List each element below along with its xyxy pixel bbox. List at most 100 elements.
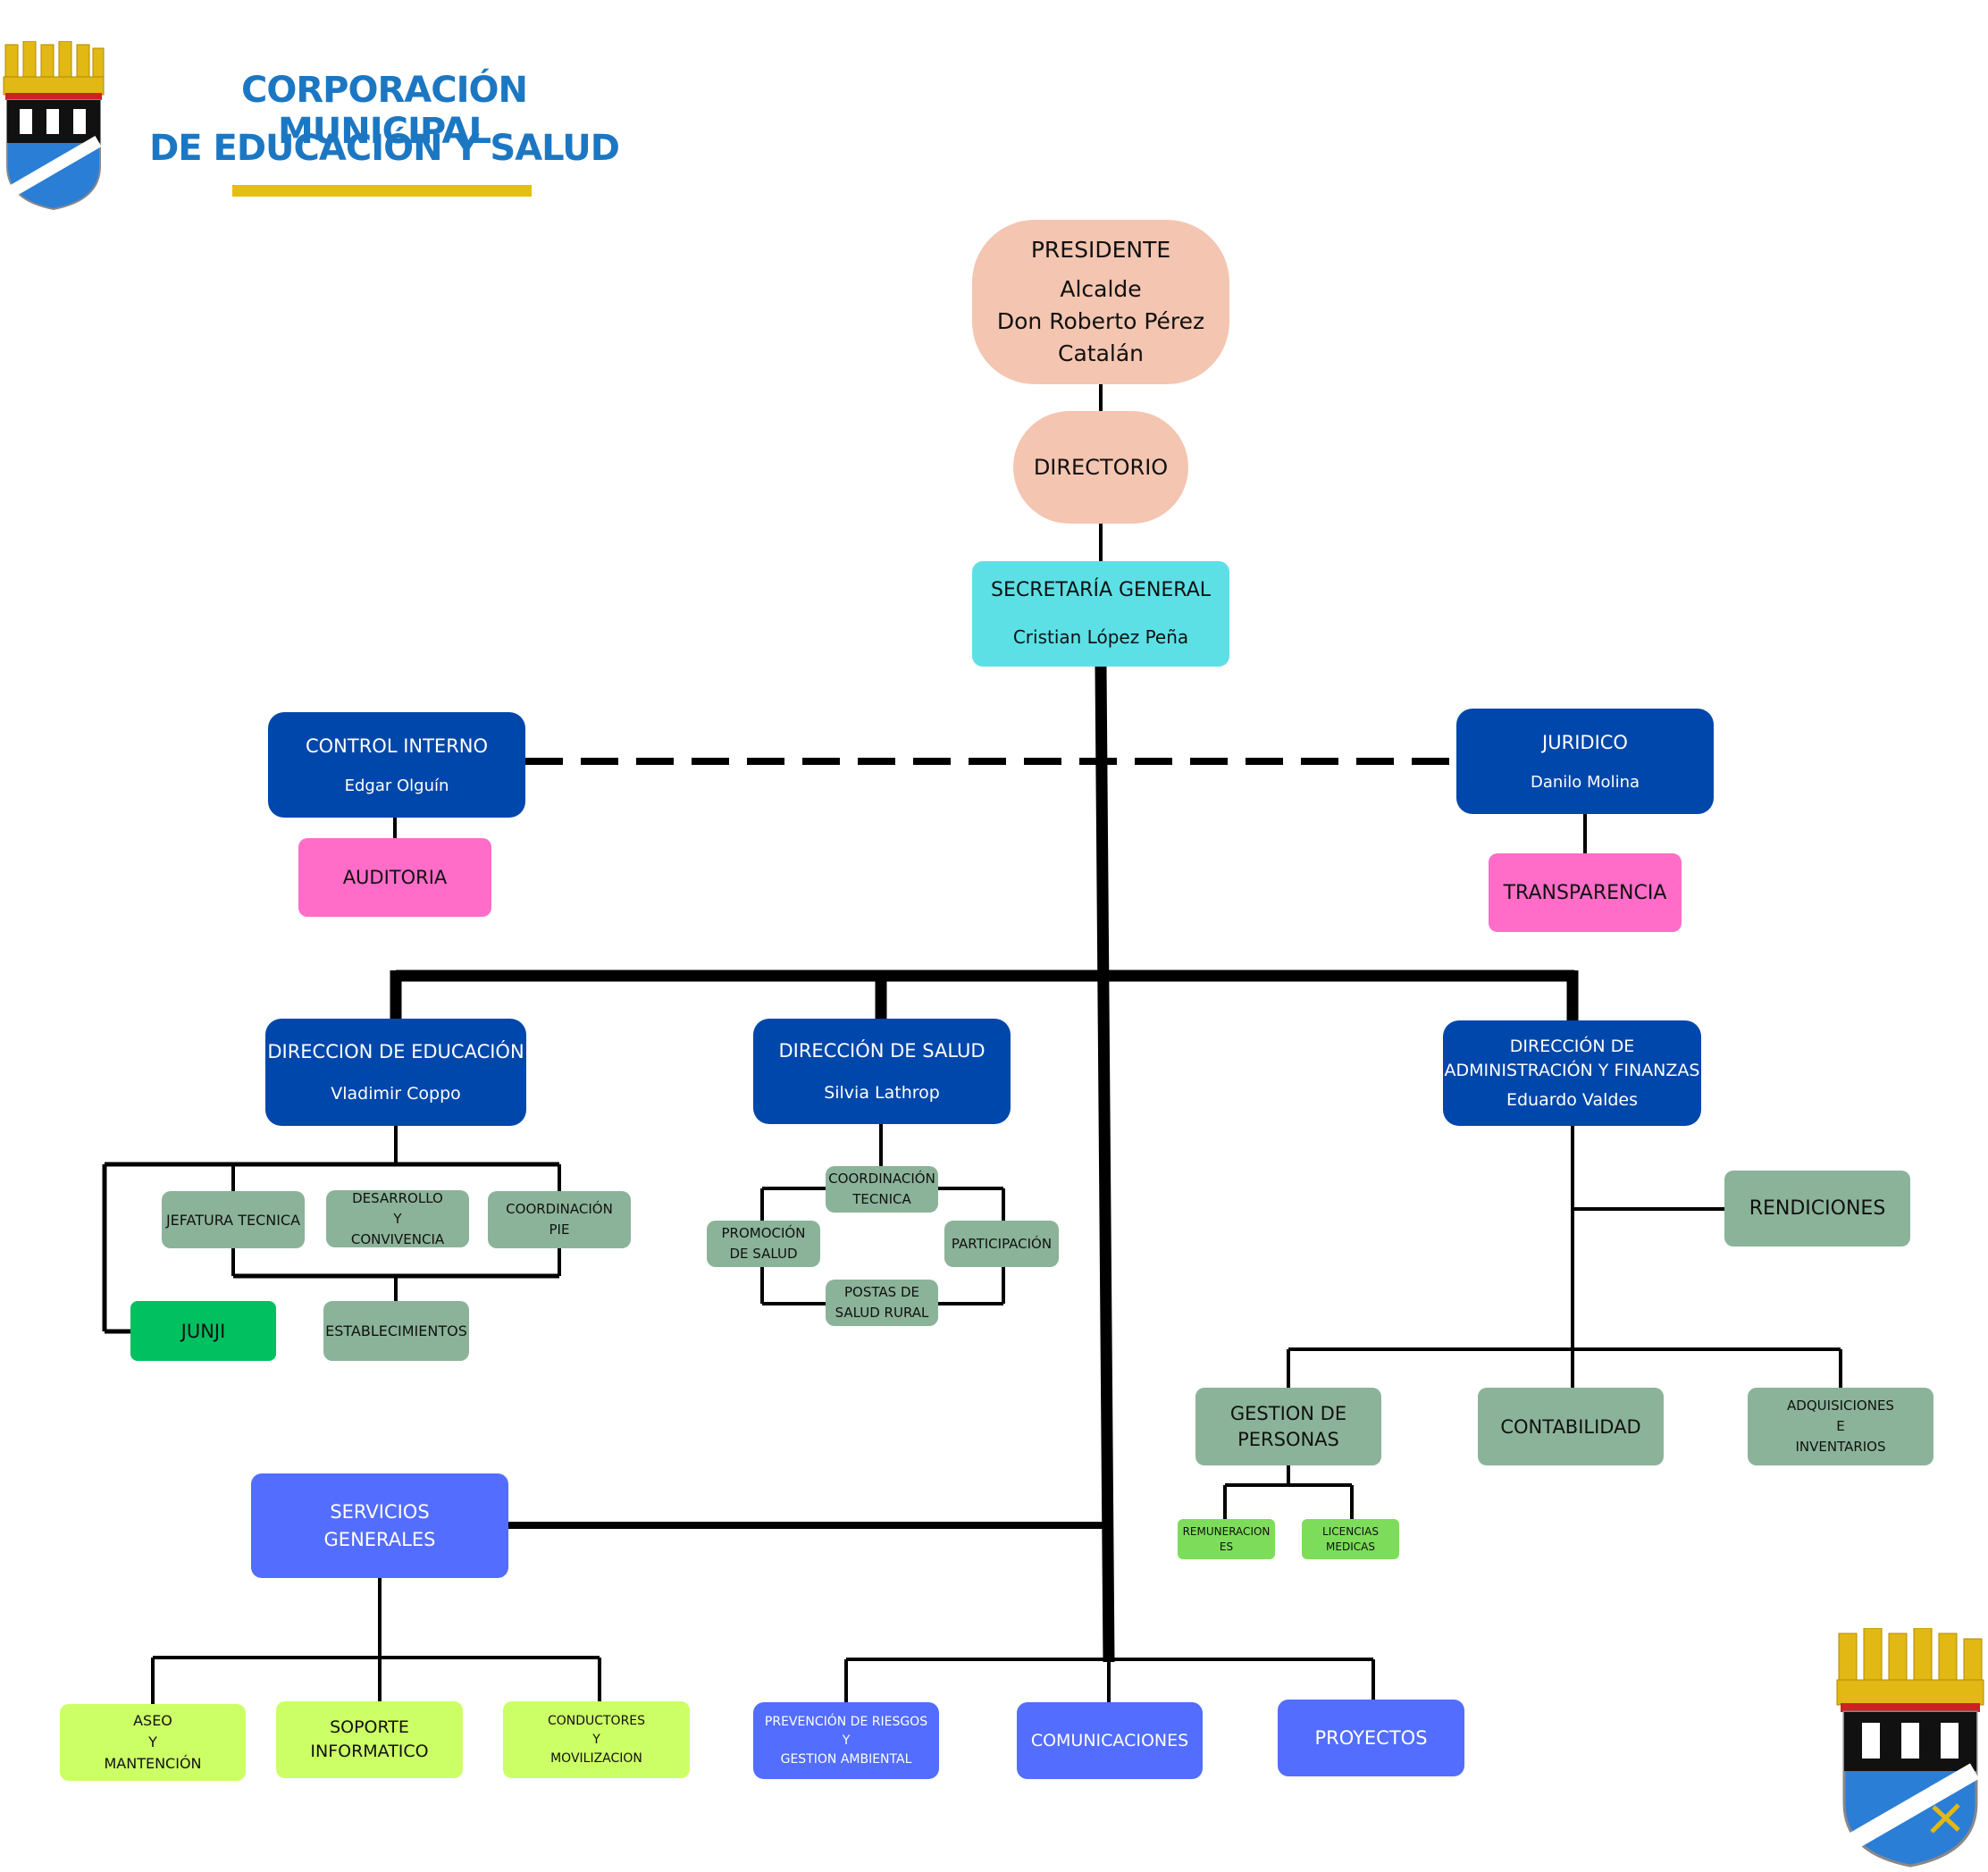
- node-direccion-educacion: DIRECCION DE EDUCACIÓN Vladimir Coppo: [265, 1019, 526, 1126]
- aseo-line3: MANTENCIÓN: [104, 1755, 202, 1772]
- node-direccion-salud: DIRECCIÓN DE SALUD Silvia Lathrop: [753, 1019, 1011, 1124]
- node-control-interno: CONTROL INTERNO Edgar Olguín: [268, 712, 525, 818]
- aseo-line2: Y: [148, 1733, 157, 1750]
- prevencion-line1: PREVENCIÓN DE RIESGOS: [764, 1714, 928, 1729]
- header-accent-bar: [232, 185, 532, 197]
- postas-line2: SALUD RURAL: [835, 1305, 929, 1321]
- directorio-title: DIRECTORIO: [1033, 455, 1169, 480]
- juridico-title: JURIDICO: [1542, 731, 1628, 753]
- conductores-line2: Y: [592, 1732, 600, 1747]
- control-title: CONTROL INTERNO: [305, 735, 489, 757]
- node-adquisiciones-inventarios: ADQUISICIONES E INVENTARIOS: [1748, 1388, 1933, 1465]
- node-gestion-personas: GESTION DE PERSONAS: [1195, 1388, 1381, 1465]
- node-servicios-generales: SERVICIOS GENERALES: [251, 1473, 508, 1578]
- conductores-line1: CONDUCTORES: [547, 1713, 646, 1728]
- node-direccion-administracion: DIRECCIÓN DE ADMINISTRACIÓN Y FINANZAS E…: [1443, 1020, 1701, 1126]
- node-aseo-mantencion: ASEO Y MANTENCIÓN: [60, 1704, 246, 1781]
- aseo-line1: ASEO: [133, 1712, 172, 1729]
- node-auditoria: AUDITORIA: [298, 838, 491, 917]
- servicios-line1: SERVICIOS: [330, 1500, 430, 1523]
- node-participacion: PARTICIPACIÓN: [944, 1221, 1059, 1267]
- adquisiciones-line1: ADQUISICIONES: [1787, 1398, 1894, 1414]
- conductores-line3: MOVILIZACION: [550, 1750, 642, 1766]
- servicios-line2: GENERALES: [323, 1528, 436, 1550]
- node-contabilidad: CONTABILIDAD: [1478, 1388, 1664, 1465]
- node-postas-salud-rural: POSTAS DE SALUD RURAL: [826, 1280, 938, 1326]
- header-title-line2: DE EDUCACIÓN Y SALUD: [149, 128, 620, 169]
- remuneraciones-line1: REMUNERACION: [1182, 1524, 1271, 1538]
- node-remuneraciones: REMUNERACION ES: [1178, 1519, 1275, 1559]
- node-secretaria-general: SECRETARÍA GENERAL Cristian López Peña: [972, 561, 1229, 667]
- promocion-line1: PROMOCIÓN: [721, 1225, 806, 1241]
- salud-name: Silvia Lathrop: [824, 1083, 940, 1103]
- transparencia-title: TRANSPARENCIA: [1503, 881, 1667, 904]
- educacion-name: Vladimir Coppo: [331, 1084, 461, 1104]
- node-comunicaciones: COMUNICACIONES: [1017, 1702, 1203, 1779]
- rendiciones-title: RENDICIONES: [1749, 1197, 1886, 1220]
- promocion-line2: DE SALUD: [729, 1246, 798, 1262]
- participacion-title: PARTICIPACIÓN: [951, 1236, 1053, 1252]
- control-name: Edgar Olguín: [344, 776, 449, 795]
- presidente-title: PRESIDENTE: [1030, 237, 1171, 263]
- licencias-line2: MEDICAS: [1326, 1540, 1375, 1553]
- presidente-line1: Alcalde: [1060, 276, 1142, 302]
- node-proyectos: PROYECTOS: [1278, 1700, 1464, 1776]
- node-establecimientos: ESTABLECIMIENTOS: [323, 1301, 469, 1361]
- jefatura-title: JEFATURA TECNICA: [165, 1211, 301, 1229]
- node-junji: JUNJI: [130, 1301, 276, 1361]
- node-coordinacion-pie: COORDINACIÓN PIE: [488, 1191, 631, 1248]
- prevencion-line3: GESTION AMBIENTAL: [780, 1751, 912, 1767]
- adquisiciones-line2: E: [1836, 1418, 1845, 1434]
- juridico-name: Danilo Molina: [1530, 772, 1640, 792]
- soporte-line2: INFORMATICO: [310, 1742, 429, 1761]
- node-licencias-medicas: LICENCIAS MEDICAS: [1302, 1519, 1399, 1559]
- coord-pie-line2: PIE: [549, 1221, 570, 1238]
- coord-pie-line1: COORDINACIÓN: [506, 1201, 613, 1217]
- postas-line1: POSTAS DE: [844, 1284, 919, 1300]
- node-juridico: JURIDICO Danilo Molina: [1456, 709, 1714, 814]
- secretaria-title: SECRETARÍA GENERAL: [990, 579, 1212, 601]
- comunicaciones-title: COMUNICACIONES: [1030, 1731, 1189, 1750]
- desarrollo-line2: Y: [393, 1210, 402, 1227]
- gestion-line1: GESTION DE: [1229, 1402, 1347, 1424]
- node-rendiciones: RENDICIONES: [1724, 1171, 1910, 1247]
- gestion-line2: PERSONAS: [1237, 1428, 1339, 1450]
- municipal-crest-logo-large: [1836, 1628, 1984, 1868]
- salud-title: DIRECCIÓN DE SALUD: [778, 1040, 986, 1062]
- licencias-line1: LICENCIAS: [1322, 1524, 1379, 1538]
- remuneraciones-line2: ES: [1219, 1540, 1234, 1553]
- node-presidente: PRESIDENTE Alcalde Don Roberto Pérez Cat…: [972, 220, 1229, 384]
- header-title-line1: CORPORACIÓN MUNICIPAL: [241, 70, 528, 152]
- node-soporte-informatico: SOPORTE INFORMATICO: [276, 1701, 463, 1778]
- coord-tecnica-line1: COORDINACIÓN: [828, 1171, 935, 1187]
- proyectos-title: PROYECTOS: [1314, 1727, 1428, 1749]
- presidente-line2: Don Roberto Pérez: [996, 308, 1205, 334]
- auditoria-title: AUDITORIA: [342, 867, 448, 888]
- desarrollo-line1: DESARROLLO: [352, 1189, 443, 1206]
- node-promocion-salud: PROMOCIÓN DE SALUD: [707, 1221, 820, 1267]
- desarrollo-line3: CONVIVENCIA: [350, 1230, 445, 1247]
- secretaria-name: Cristian López Peña: [1012, 626, 1189, 648]
- node-jefatura-tecnica: JEFATURA TECNICA: [162, 1191, 305, 1248]
- contabilidad-title: CONTABILIDAD: [1500, 1415, 1641, 1438]
- node-transparencia: TRANSPARENCIA: [1489, 853, 1682, 932]
- junji-title: JUNJI: [180, 1320, 226, 1342]
- coord-tecnica-line2: TECNICA: [852, 1191, 911, 1207]
- admin-line1: DIRECCIÓN DE: [1509, 1036, 1635, 1056]
- establecimientos-title: ESTABLECIMIENTOS: [325, 1322, 467, 1339]
- node-desarrollo-convivencia: DESARROLLO Y CONVIVENCIA: [326, 1190, 469, 1247]
- node-conductores-movilizacion: CONDUCTORES Y MOVILIZACION: [503, 1701, 690, 1778]
- adquisiciones-line3: INVENTARIOS: [1795, 1439, 1886, 1455]
- presidente-line3: Catalán: [1057, 340, 1144, 366]
- municipal-crest-logo: [3, 41, 105, 211]
- admin-name: Eduardo Valdes: [1506, 1089, 1639, 1110]
- soporte-line1: SOPORTE: [330, 1717, 409, 1737]
- node-directorio: DIRECTORIO: [1013, 411, 1188, 524]
- node-prevencion-riesgos: PREVENCIÓN DE RIESGOS Y GESTION AMBIENTA…: [753, 1702, 939, 1779]
- node-coordinacion-tecnica: COORDINACIÓN TECNICA: [826, 1166, 938, 1213]
- admin-line2: ADMINISTRACIÓN Y FINANZAS: [1444, 1060, 1700, 1080]
- prevencion-line2: Y: [842, 1733, 851, 1748]
- educacion-title: DIRECCION DE EDUCACIÓN: [267, 1041, 524, 1062]
